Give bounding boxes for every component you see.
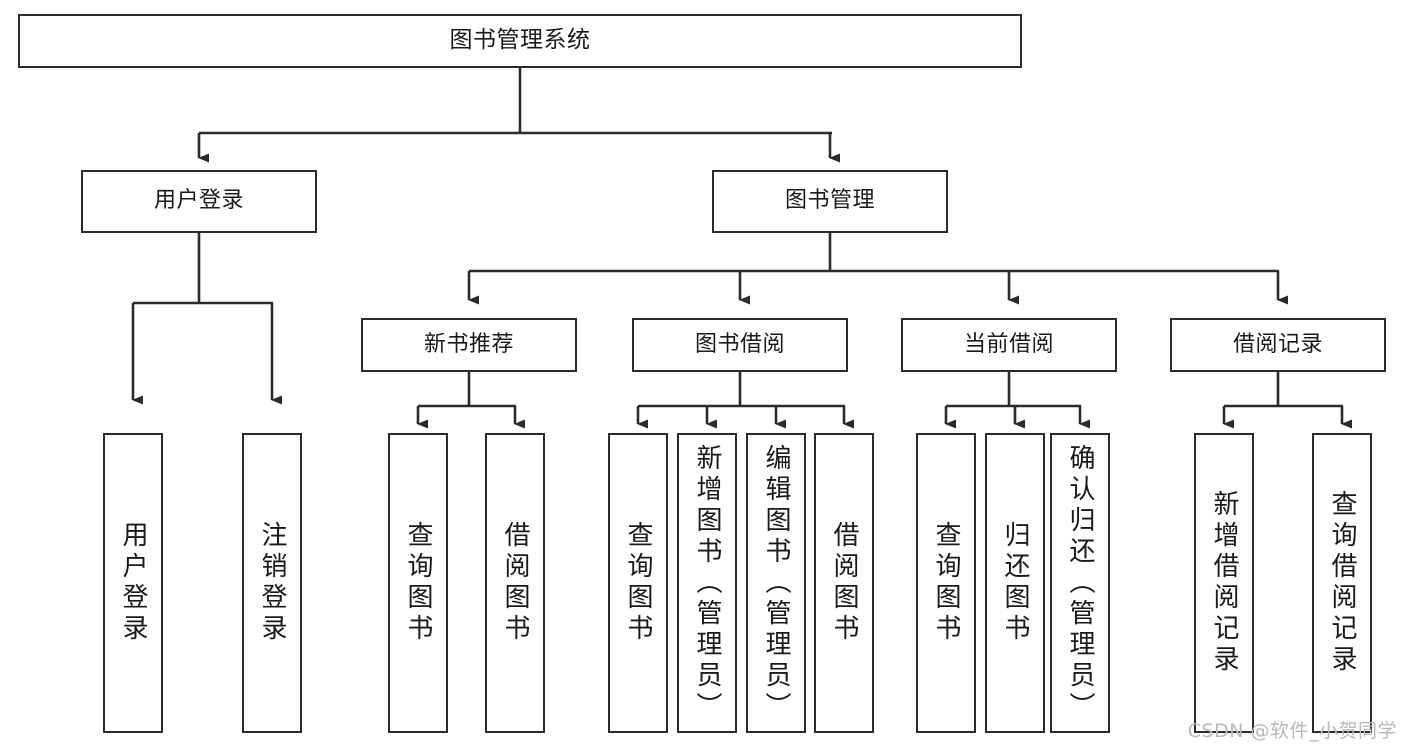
node-new-book-recommendation[interactable]: 新书推荐 — [361, 318, 577, 372]
node-label: 图书管理系统 — [449, 27, 591, 54]
node-book-borrowing[interactable]: 图书借阅 — [632, 318, 848, 372]
node-label: 借阅图书 — [500, 521, 530, 645]
leaf-return-book[interactable]: 归还图书 — [985, 433, 1045, 733]
node-label: 归还图书 — [1000, 521, 1030, 645]
leaf-add-borrowing-record[interactable]: 新增借阅记录 — [1194, 433, 1254, 733]
leaf-edit-book-admin[interactable]: 编辑图书（管理员） — [746, 433, 806, 733]
node-label: 新书推荐 — [423, 331, 514, 357]
leaf-borrow-book-new-recommendation[interactable]: 借阅图书 — [485, 433, 545, 733]
leaf-add-book-admin[interactable]: 新增图书（管理员） — [677, 433, 737, 733]
node-label: 查询图书 — [403, 521, 433, 645]
node-label: 确认归还（管理员） — [1065, 443, 1095, 723]
leaf-user-login[interactable]: 用户登录 — [103, 433, 163, 733]
node-label: 借阅记录 — [1232, 331, 1323, 357]
node-label: 注销登录 — [257, 521, 287, 645]
leaf-borrow-book-borrowing[interactable]: 借阅图书 — [814, 433, 874, 733]
node-label: 当前借阅 — [963, 331, 1054, 357]
node-label: 图书管理 — [784, 188, 875, 214]
node-root-book-management-system[interactable]: 图书管理系统 — [18, 14, 1022, 68]
node-book-management[interactable]: 图书管理 — [712, 170, 948, 233]
node-label: 查询借阅记录 — [1327, 490, 1357, 676]
leaf-logout[interactable]: 注销登录 — [242, 433, 302, 733]
node-label: 查询图书 — [623, 521, 653, 645]
leaf-query-book-new-recommendation[interactable]: 查询图书 — [388, 433, 448, 733]
leaf-query-borrowing-record[interactable]: 查询借阅记录 — [1312, 433, 1372, 733]
node-label: 查询图书 — [931, 521, 961, 645]
leaf-confirm-return-admin[interactable]: 确认归还（管理员） — [1050, 433, 1110, 733]
node-borrowing-record[interactable]: 借阅记录 — [1170, 318, 1386, 372]
node-label: 图书借阅 — [694, 331, 785, 357]
node-label: 用户登录 — [153, 188, 244, 214]
leaf-query-book-borrowing[interactable]: 查询图书 — [608, 433, 668, 733]
node-user-login[interactable]: 用户登录 — [81, 170, 317, 233]
node-label: 用户登录 — [118, 521, 148, 645]
node-label: 新增图书（管理员） — [692, 443, 722, 723]
node-label: 新增借阅记录 — [1209, 490, 1239, 676]
node-current-borrowing[interactable]: 当前借阅 — [901, 318, 1117, 372]
leaf-query-book-current[interactable]: 查询图书 — [916, 433, 976, 733]
node-label: 借阅图书 — [829, 521, 859, 645]
node-label: 编辑图书（管理员） — [761, 443, 791, 723]
